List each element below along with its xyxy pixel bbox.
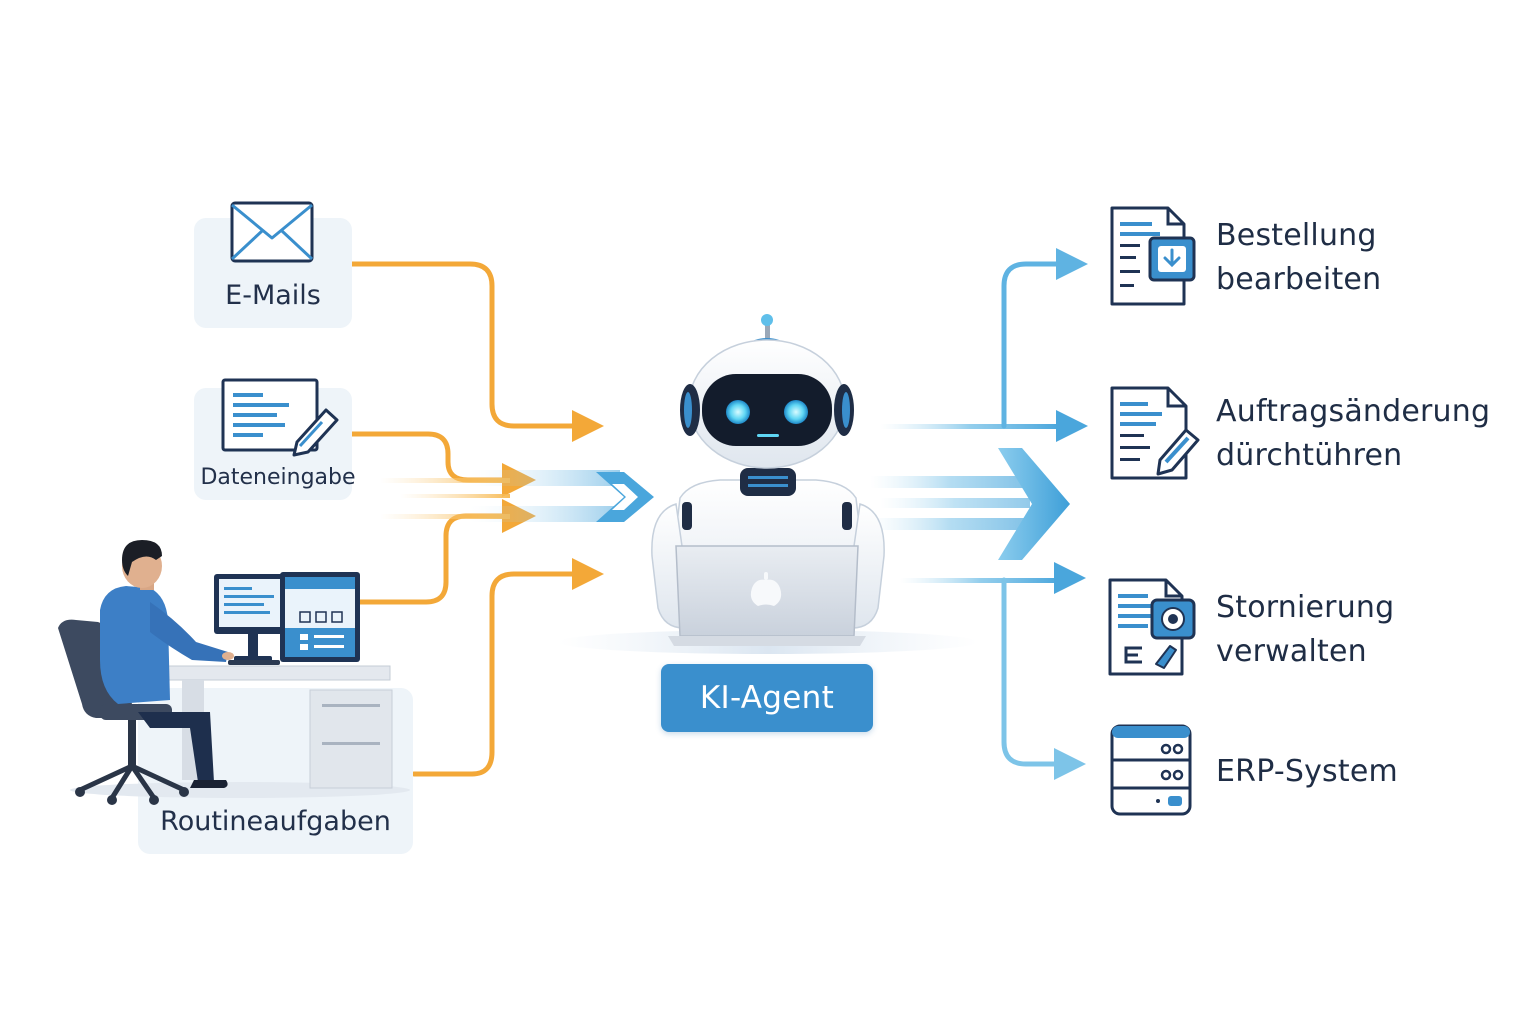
arrowhead-erp	[1054, 748, 1086, 780]
cancel-document-icon	[1108, 578, 1196, 676]
arrow-to-erp	[1001, 577, 1063, 767]
agent-badge: KI-Agent	[661, 664, 873, 732]
output-label-line2: dürchtühren	[1216, 438, 1403, 473]
arrowhead-routine-lower	[572, 558, 604, 590]
speed-streak	[880, 424, 1060, 429]
arrowhead-order	[1056, 248, 1088, 280]
output-label-line2: verwalten	[1216, 634, 1367, 669]
document-pen-icon	[221, 378, 339, 457]
speed-streak	[870, 518, 1030, 530]
output-label-cancel: Stornierung verwalten	[1216, 586, 1394, 674]
speed-streak	[380, 514, 510, 519]
output-label-line1: ERP-System	[1216, 754, 1398, 789]
output-label-line1: Auftragsänderung	[1216, 394, 1491, 429]
output-label-line1: Stornierung	[1216, 590, 1395, 625]
output-label-order-change: Auftragsänderung dürchtühren	[1216, 390, 1490, 478]
speed-streak	[380, 478, 510, 483]
output-arrows	[870, 248, 1088, 780]
edit-document-icon	[1110, 386, 1200, 480]
output-label-line2: bearbeiten	[1216, 262, 1382, 297]
output-label-order: Bestellung bearbeiten	[1216, 214, 1381, 302]
output-label-erp: ERP-System	[1216, 750, 1398, 794]
speed-streak	[400, 494, 510, 498]
arrowhead-email	[572, 410, 604, 442]
routine-label: Routineaufgaben	[160, 806, 391, 837]
big-chevron	[998, 448, 1070, 560]
server-icon	[1110, 724, 1192, 816]
speed-streak	[470, 506, 620, 522]
arrow-routine-upper	[357, 513, 511, 605]
speed-streak	[870, 476, 1030, 488]
arrow-to-order	[1001, 261, 1065, 429]
output-label-line1: Bestellung	[1216, 218, 1377, 253]
order-document-icon	[1110, 206, 1196, 306]
data-entry-label: Dateneingabe	[200, 465, 356, 490]
email-label: E-Mails	[225, 280, 321, 311]
arrowhead-order-change	[1056, 410, 1088, 442]
office-worker-illustration	[58, 540, 410, 805]
arrow-email-to-agent	[349, 261, 581, 429]
input-arrows	[349, 261, 654, 777]
arrowhead-cancel	[1054, 562, 1086, 594]
speed-streak	[880, 498, 1030, 508]
agent-label: KI-Agent	[699, 680, 835, 716]
robot-with-laptop-illustration	[651, 314, 885, 646]
envelope-icon	[230, 201, 314, 263]
speed-streak	[470, 470, 620, 486]
speed-streak	[900, 578, 1060, 583]
arrow-routine-lower	[411, 571, 581, 777]
input-chevron	[596, 472, 654, 522]
input-chevron-inner	[612, 484, 638, 510]
